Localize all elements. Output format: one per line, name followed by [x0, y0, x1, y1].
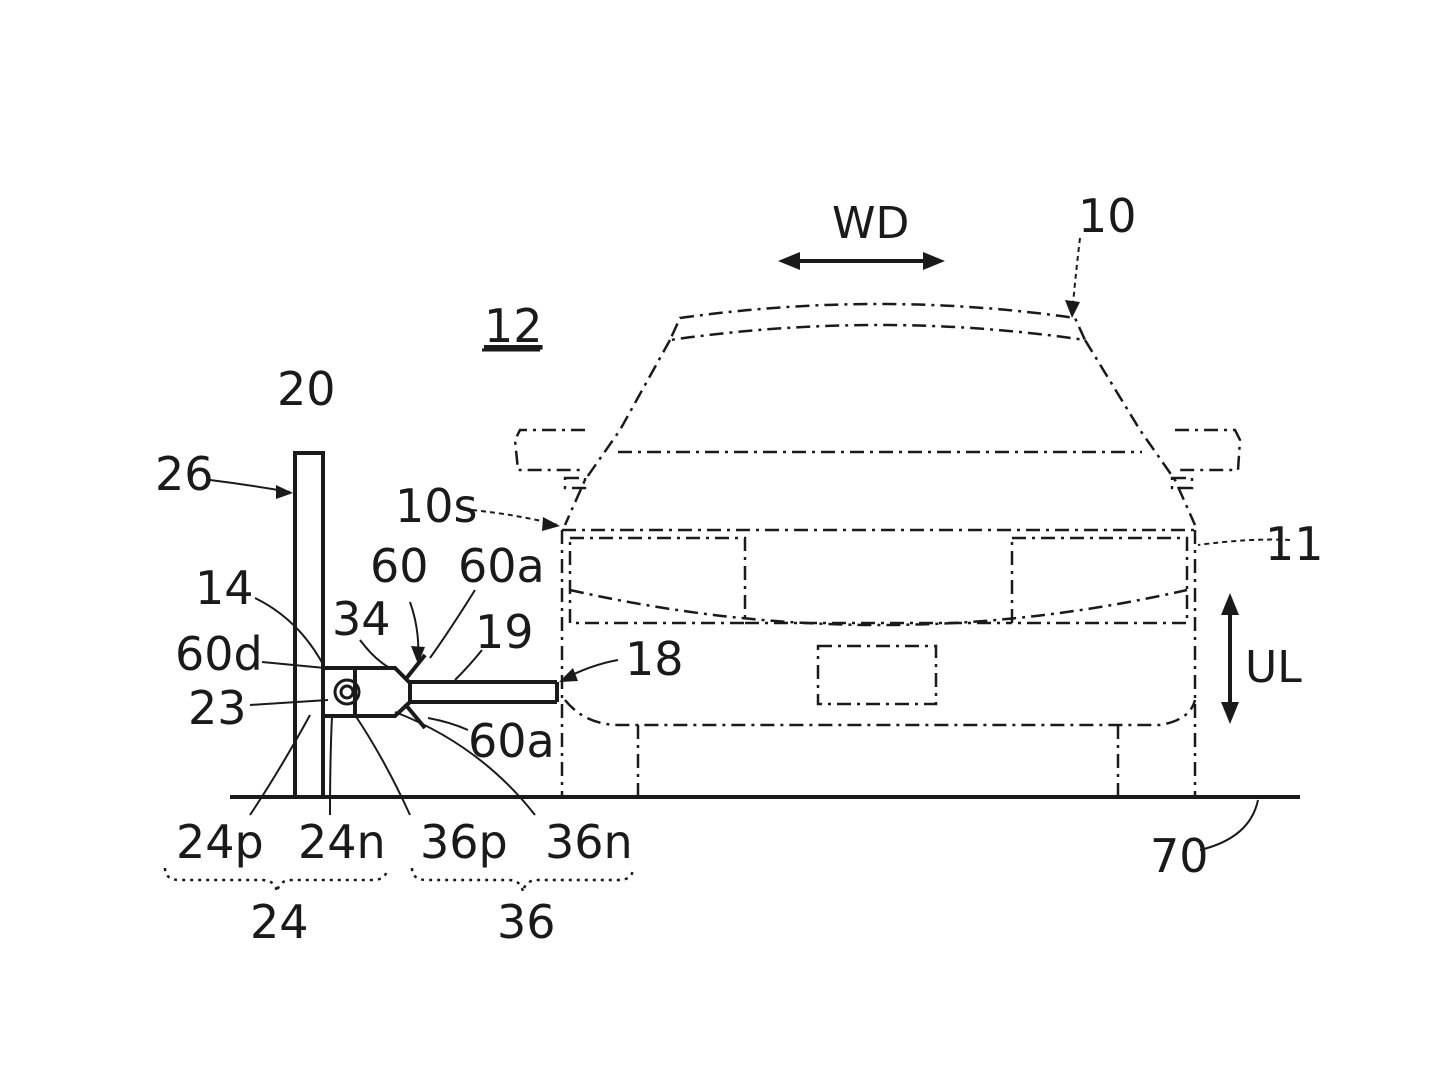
label-vehicle-10: 10 [1078, 189, 1137, 243]
label-ground-70: 70 [1150, 829, 1209, 883]
label-ref-60d: 60d [175, 627, 263, 681]
label-side-10s: 10s [395, 479, 478, 533]
label-ref-34: 34 [332, 592, 391, 646]
label-ref-60: 60 [370, 539, 429, 593]
bracket-36 [412, 868, 633, 892]
bracket-24 [165, 868, 387, 892]
label-group-36: 36 [497, 895, 556, 949]
label-ref-19: 19 [475, 605, 534, 659]
vehicle-outline [515, 304, 1240, 797]
label-ref-36n: 36n [545, 815, 633, 869]
label-ref-24p: 24p [176, 815, 264, 869]
label-ref-18: 18 [625, 632, 684, 686]
label-area-12: 12 [484, 299, 543, 353]
label-post-20: 20 [277, 362, 336, 416]
label-ref-24n: 24n [298, 815, 386, 869]
wd-direction-arrow [778, 252, 945, 270]
label-ref-23: 23 [188, 681, 247, 735]
label-ref-11: 11 [1265, 517, 1324, 571]
label-wd: WD [832, 198, 909, 249]
charging-post [295, 453, 323, 797]
label-ref-14: 14 [195, 561, 254, 615]
label-ul: UL [1245, 642, 1302, 693]
label-arrow-26: 26 [155, 447, 214, 501]
label-group-24: 24 [250, 895, 309, 949]
label-ref-60a-top: 60a [458, 539, 545, 593]
label-ref-36p: 36p [420, 815, 508, 869]
label-ref-60a-bottom: 60a [468, 714, 555, 768]
ul-direction-arrow [1221, 593, 1239, 724]
